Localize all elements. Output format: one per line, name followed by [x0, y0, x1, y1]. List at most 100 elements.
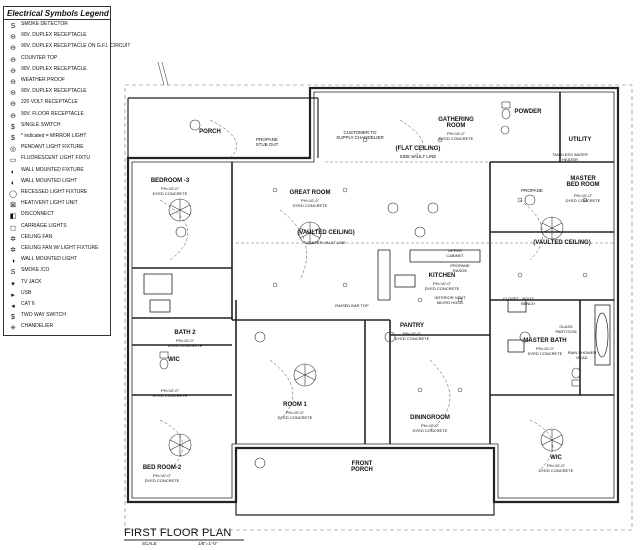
legend-item-label: COUNTER TOP: [21, 54, 58, 61]
scale-label: SCALE: [142, 541, 157, 546]
legend-item-label: SMOKE /CO: [21, 267, 50, 274]
bath-2-floor: DYED CONCRETE: [167, 343, 203, 348]
legend-item: ⊠HEAT/VENT LIGHT UNIT: [4, 200, 110, 212]
interior-walls: [132, 92, 614, 444]
legend-item: ◯RECESSED LIGHT FIXTURE: [4, 189, 110, 201]
legend-symbol-icon: ✳: [10, 325, 16, 333]
legend-item-label: CEILING FAN: [21, 233, 53, 240]
legend-item-label: TWO WAY SWITCH: [21, 312, 66, 319]
legend-item: ▸ USB: [4, 290, 110, 302]
legend-symbol-icon: ✲: [10, 235, 16, 243]
diningroom-ph: PH=10'-0": [420, 423, 440, 428]
legend-item-label: * indicated = MIRROR LIGHT: [21, 133, 87, 139]
legend-symbol-icon: S: [10, 23, 16, 30]
legend-symbol-icon: ◐: [10, 168, 16, 176]
legend-item: ⊖90V. DUPLEX RECEPTACLE: [4, 32, 110, 44]
bedroom-2-floor: DYED CONCRETE: [144, 478, 180, 483]
legend-item-label: PENDANT LIGHT FIXTURE: [21, 144, 84, 151]
side-vault-line-label: SIDE VAULT LINE: [399, 154, 437, 159]
toilet-icon: [159, 101, 581, 387]
plan-title: FIRST FLOOR PLAN: [124, 527, 232, 539]
legend-symbol-icon: S: [10, 269, 16, 277]
legend-symbol-icon: ◑: [10, 258, 16, 266]
powder-label: POWDER: [514, 109, 542, 115]
diningroom-label: DININGROOM: [410, 415, 450, 421]
front-porch-rail: [235, 448, 495, 516]
great-room-label: GREAT ROOM: [289, 190, 331, 196]
tub: [595, 312, 609, 358]
legend-item: ✳CHANDELIER: [4, 323, 110, 335]
master-bath-ph: PH=10'-0": [535, 346, 555, 351]
legend-item: ▭ FLUORESCENT LIGHT FIXTU: [4, 155, 110, 167]
kitchen-label: KITCHEN: [428, 273, 456, 279]
legend-item-label: 90V. DUPLEX RECEPTACLE: [21, 65, 87, 72]
legend-item-label: 220 VOLT RECEPTACLE: [21, 99, 78, 106]
bedroom-3-ph: PH=10'-0": [160, 186, 180, 191]
kitchen-floor: DYED CONCRETE: [424, 286, 460, 291]
dashed-boundary: [124, 84, 633, 531]
bedroom-3-floor: DYED CONCRETE: [152, 191, 188, 196]
legend-item-label: WEATHER PROOF: [21, 77, 65, 83]
legend-item: ◐WALL MOUNTED LIGHT: [4, 178, 110, 190]
legend-item-label: FLUORESCENT LIGHT FIXTU: [21, 155, 90, 162]
circuit-arcs: [159, 119, 554, 471]
vaulted-ceiling-right-label: (VAULTED CEILING): [533, 240, 591, 246]
legend-item-label: CARRIAGE LIGHTS: [21, 222, 67, 229]
legend-symbol-icon: ⊖: [10, 45, 16, 53]
diningroom-floor: DYED CONCRETE: [412, 428, 448, 433]
legend-symbol-icon: ⊠: [10, 202, 16, 210]
legend-symbol-icon: $: [11, 314, 15, 322]
legend-item: $ SINGLE SWITCH: [4, 122, 110, 134]
legend-item-label: CAT 6: [21, 301, 35, 307]
legend-item: ◑WALL MOUNTED LIGHT: [4, 256, 110, 268]
utility-label: UTILITY: [568, 137, 592, 143]
legend-symbol-icon: $: [11, 123, 15, 131]
bath-2-label: BATH 2: [174, 330, 196, 336]
exterior-walls-inner: [131, 91, 615, 499]
legend-symbol-icon: ⊖: [10, 90, 16, 98]
legend-item: ✲ CEILING FAN: [4, 234, 110, 246]
wic-right-ph: PH=10'-0": [546, 463, 566, 468]
legend-item: ◎ PENDANT LIGHT FIXTURE: [4, 144, 110, 156]
legend-item-label: DISCONNECT: [21, 211, 55, 218]
vault-lines: [236, 161, 614, 244]
gathering-floor: DYED CONCRETE: [438, 136, 474, 141]
legend-item-label: TV JACK: [21, 278, 42, 285]
wic-right-floor: DYED CONCRETE: [538, 468, 574, 473]
legend-symbol-icon: ▸: [11, 291, 15, 299]
legend-symbol-icon: ▭: [9, 157, 17, 165]
legend-item-label: SMOKE DETECTOR: [21, 21, 68, 27]
legend-symbol-icon: ⊖: [10, 34, 16, 42]
legend-item: ⊖220 VOLT RECEPTACLE: [4, 99, 110, 111]
kitchen-counters: [143, 249, 611, 366]
master-bedroom-ph: PH=10'-0": [573, 193, 593, 198]
legend-symbol-icon: $: [11, 135, 15, 142]
legend-item: ⊖ COUNTER TOP: [4, 55, 110, 67]
title-underline: [124, 539, 244, 541]
great-room-ph: PH=10'-0": [300, 198, 320, 203]
great-room-floor: DYED CONCRETE: [292, 203, 328, 208]
legend-symbol-icon: ⊖: [10, 56, 16, 64]
closet-label: CLOSET: [502, 296, 520, 301]
scale-value: 1/8"=1'-0": [198, 541, 218, 546]
legend-symbol-icon: ◻: [10, 224, 16, 232]
legend-item: ◻ CARRIAGE LIGHTS: [4, 223, 110, 235]
recessed-light-icon: [272, 137, 588, 393]
legend-item: ⊖90V. DUPLEX RECEPTACLE: [4, 88, 110, 100]
legend-symbol-icon: ◎: [9, 146, 17, 154]
legend-symbol-icon: ▾: [11, 280, 15, 288]
bath-2-ph: PH=10'-0": [175, 338, 195, 343]
vaulted-ceiling-center-label: (VAULTED CEILING): [297, 230, 355, 236]
legend-item-label: USB: [21, 289, 32, 296]
legend-item-label: SINGLE SWITCH: [21, 121, 61, 128]
legend-item: ⊖90V. DUPLEX RECEPTACLE: [4, 66, 110, 78]
room-1-label: ROOM 1: [283, 402, 307, 408]
room-1-floor: DYED CONCRETE: [277, 415, 313, 420]
